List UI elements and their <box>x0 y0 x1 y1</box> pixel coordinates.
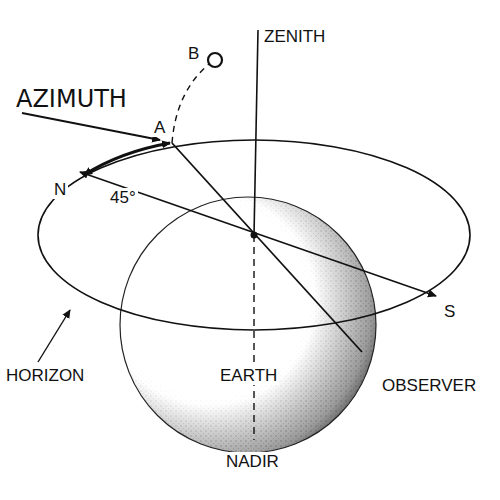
horizon-pointer <box>38 310 70 362</box>
title-label: AZIMUTH <box>14 86 129 112</box>
nadir-line <box>253 235 254 440</box>
altitude-arc <box>172 64 209 143</box>
region-label: HORIZON <box>4 366 86 385</box>
point-label: A <box>152 118 167 137</box>
azimuth-pointer <box>22 113 160 140</box>
point-label: OBSERVER <box>380 376 478 395</box>
north-south-line <box>80 172 436 296</box>
azimuth-arc <box>84 143 170 175</box>
angle-label: 45° <box>108 188 138 207</box>
body-label: EARTH <box>218 366 279 385</box>
direction-label: N <box>52 180 68 199</box>
point-label: NADIR <box>224 452 281 471</box>
point-label: ZENITH <box>262 27 327 46</box>
star-symbol <box>208 53 222 67</box>
center-dot <box>251 232 258 239</box>
zenith-line <box>254 30 258 235</box>
direction-label: S <box>442 302 457 321</box>
observer-line <box>172 143 362 352</box>
point-label: B <box>186 44 201 63</box>
